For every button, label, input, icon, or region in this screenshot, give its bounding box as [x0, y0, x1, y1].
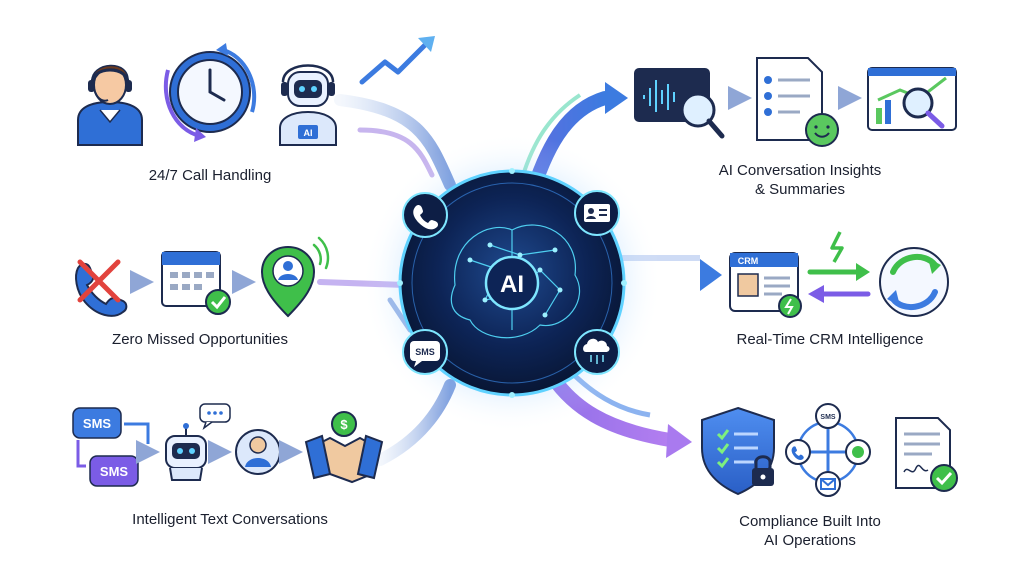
compliance-line-2: AI Operations	[764, 532, 856, 549]
sms-tag-1: SMS	[83, 416, 112, 431]
sms-bubble-icon	[410, 341, 440, 361]
growth-arrow-icon	[359, 42, 428, 85]
compliance-sms-node: SMS	[820, 414, 836, 421]
hub-label: AI	[500, 271, 524, 298]
sync-arrows-icon	[807, 231, 871, 303]
customer-avatar-icon	[235, 429, 281, 475]
crm-card-icon: CRM	[729, 252, 802, 318]
checklist-document-icon	[756, 57, 839, 147]
handshake-icon: $	[304, 411, 384, 484]
crm-tag: CRM	[738, 256, 759, 266]
sms-bubble-pair-icon: SMS SMS	[72, 407, 150, 487]
label-text-conversations: Intelligent Text Conversations	[132, 511, 328, 528]
hub-sms-node: SMS	[402, 329, 448, 375]
contact-card-icon	[584, 204, 610, 222]
feature-call-handling: AI	[77, 36, 435, 146]
label-crm-intelligence: Real-Time CRM Intelligence	[736, 331, 924, 348]
hub-contact-card-node	[574, 190, 620, 236]
label-conversation-insights: AI Conversation Insights & Summaries	[690, 161, 910, 199]
analytics-chart-icon	[867, 67, 957, 131]
robot-ai-tag: AI	[304, 128, 313, 138]
hub-phone-node	[402, 192, 448, 238]
insights-line-1: AI Conversation Insights	[718, 162, 882, 179]
chat-robot-icon	[165, 403, 231, 481]
shield-check-icon	[701, 406, 775, 496]
calendar-check-icon	[161, 251, 231, 315]
channel-network-icon: SMS	[785, 403, 871, 497]
sms-tag-2: SMS	[100, 464, 129, 479]
phone-icon	[413, 204, 439, 230]
refresh-cycle-icon	[879, 247, 949, 317]
label-compliance: Compliance Built Into AI Operations	[700, 512, 920, 550]
feature-missed-opportunities	[75, 236, 330, 318]
label-call-handling: 24/7 Call Handling	[148, 167, 272, 184]
agent-headset-icon	[77, 64, 143, 146]
insights-line-2: & Summaries	[754, 181, 846, 198]
label-missed-opportunities: Zero Missed Opportunities	[112, 331, 288, 348]
cloud-icon	[583, 338, 610, 352]
missed-call-icon	[75, 259, 128, 317]
feature-crm-intelligence: CRM	[729, 231, 949, 318]
feature-text-conversations: SMS SMS $	[72, 403, 384, 487]
hub-cloud-node	[574, 329, 620, 375]
ai-hub: AI SMS	[362, 133, 662, 433]
hub-sms-text: SMS	[415, 347, 435, 357]
robot-headset-icon: AI	[279, 64, 337, 146]
compliance-line-1: Compliance Built Into	[739, 513, 881, 530]
location-pin-icon	[260, 236, 330, 318]
signed-contract-icon	[895, 417, 958, 492]
feature-compliance: SMS	[701, 403, 958, 497]
coin-symbol: $	[340, 417, 348, 432]
clock-icon	[163, 43, 257, 142]
waveform-magnifier-icon	[634, 68, 725, 139]
feature-conversation-insights	[634, 57, 957, 147]
